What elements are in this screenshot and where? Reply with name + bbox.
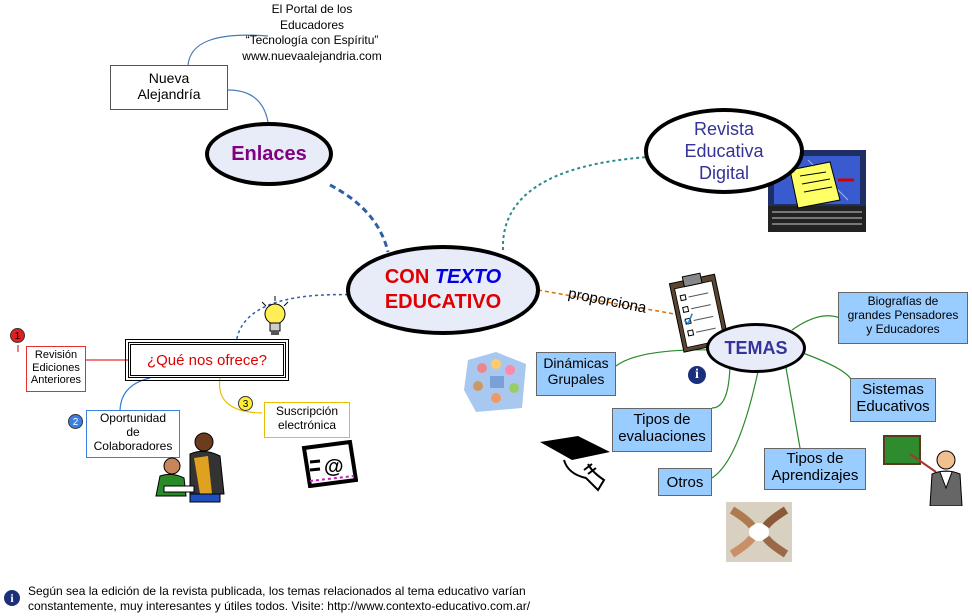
group-people-image (462, 350, 530, 416)
topic-biografias-line3: y Educadores (866, 321, 940, 336)
que-ofrece-node[interactable]: ¿Qué nos ofrece? (125, 339, 289, 381)
footnote-line2: constantemente, muy interesantes y útile… (28, 599, 531, 613)
topic-otros-line1: Otros (666, 474, 704, 491)
topic-tipos-aprendizajes-line2: Aprendizajes (771, 467, 859, 485)
topic-sistemas-line2: Educativos (856, 398, 930, 416)
central-node[interactable]: CON TEXTO EDUCATIVO (346, 245, 540, 335)
revista-node[interactable]: Revista Educativa Digital (644, 108, 804, 194)
enlaces-node[interactable]: Enlaces (205, 122, 333, 186)
central-title-part2: TEXTO (434, 266, 502, 288)
revista-line2: Educativa (684, 141, 764, 161)
topic-sistemas-line1: Sistemas (862, 381, 924, 398)
offer-number-2: 2 (68, 414, 83, 429)
footnote-line1: Según sea la edición de la revista publi… (28, 584, 526, 598)
temas-label: TEMAS (724, 337, 788, 358)
offer-suscripcion-line1: Suscripción (275, 404, 339, 418)
offer-colaboradores-line3: Colaboradores (93, 438, 173, 453)
topic-tipos-aprendizajes[interactable]: Tipos de Aprendizajes (764, 448, 866, 490)
offer-revision[interactable]: Revisión Ediciones Anteriores (26, 346, 86, 392)
offer-revision-line1: Revisión (34, 349, 78, 361)
revista-line1: Revista (693, 119, 755, 139)
nueva-alejandria-line2: Alejandría (137, 86, 201, 103)
email-at-icon: @ (300, 439, 359, 489)
father-son-reading-image (150, 428, 228, 506)
topic-biografias[interactable]: Biografías de grandes Pensadores y Educa… (838, 292, 968, 344)
offer-number-1: 1 (10, 328, 25, 343)
topic-tipos-evaluaciones-line2: evaluaciones (618, 428, 706, 446)
nueva-alejandria-box[interactable]: Nueva Alejandría (110, 65, 228, 110)
nueva-alejandria-line1: Nueva (148, 70, 190, 86)
teacher-pointing-image (880, 434, 966, 507)
portal-note-line1: El Portal de los (271, 2, 353, 16)
footnote-info-icon[interactable]: i (4, 590, 20, 606)
topic-tipos-evaluaciones[interactable]: Tipos de evaluaciones (612, 408, 712, 452)
temas-node[interactable]: TEMAS (706, 323, 806, 373)
topic-dinamicas[interactable]: Dinámicas Grupales (536, 352, 616, 396)
offer-revision-line3: Anteriores (30, 374, 82, 387)
offer-colaboradores-line1: Oportunidad (99, 411, 167, 425)
graduation-cap-hand-image (538, 434, 612, 492)
central-title-line2: EDUCATIVO (384, 291, 502, 313)
info-icon[interactable]: i (688, 366, 706, 384)
offer-suscripcion[interactable]: Suscripción electrónica (264, 402, 350, 438)
portal-note: El Portal de los Educadores “Tecnología … (222, 2, 402, 64)
lightbulb-icon (258, 296, 292, 338)
offer-colaboradores[interactable]: Oportunidad de Colaboradores (86, 410, 180, 458)
portal-note-line3: “Tecnología con Espíritu” (245, 33, 379, 47)
svg-text:@: @ (324, 456, 344, 478)
hands-together-image (726, 502, 792, 562)
que-ofrece-label: ¿Qué nos ofrece? (146, 351, 268, 369)
offer-colaboradores-line2: de (126, 424, 140, 439)
topic-tipos-evaluaciones-line1: Tipos de (633, 411, 691, 428)
portal-note-line4: www.nuevaalejandria.com (242, 48, 382, 63)
offer-suscripcion-line2: electrónica (277, 417, 337, 432)
offer-revision-line2: Ediciones (32, 361, 80, 374)
topic-biografias-line1: Biografías de (867, 294, 939, 308)
revista-line3: Digital (698, 163, 750, 183)
topic-sistemas[interactable]: Sistemas Educativos (850, 378, 936, 422)
portal-note-line2: Educadores (279, 17, 345, 32)
topic-dinamicas-line2: Grupales (547, 371, 605, 388)
footnote: Según sea la edición de la revista publi… (28, 584, 530, 614)
topic-dinamicas-line1: Dinámicas (543, 355, 609, 371)
central-title-part1: CON (384, 266, 435, 288)
offer-number-3: 3 (238, 396, 253, 411)
topic-tipos-aprendizajes-line1: Tipos de (786, 450, 844, 467)
topic-biografias-line2: grandes Pensadores (847, 307, 959, 322)
topic-otros[interactable]: Otros (658, 468, 712, 496)
enlaces-label: Enlaces (231, 142, 307, 165)
